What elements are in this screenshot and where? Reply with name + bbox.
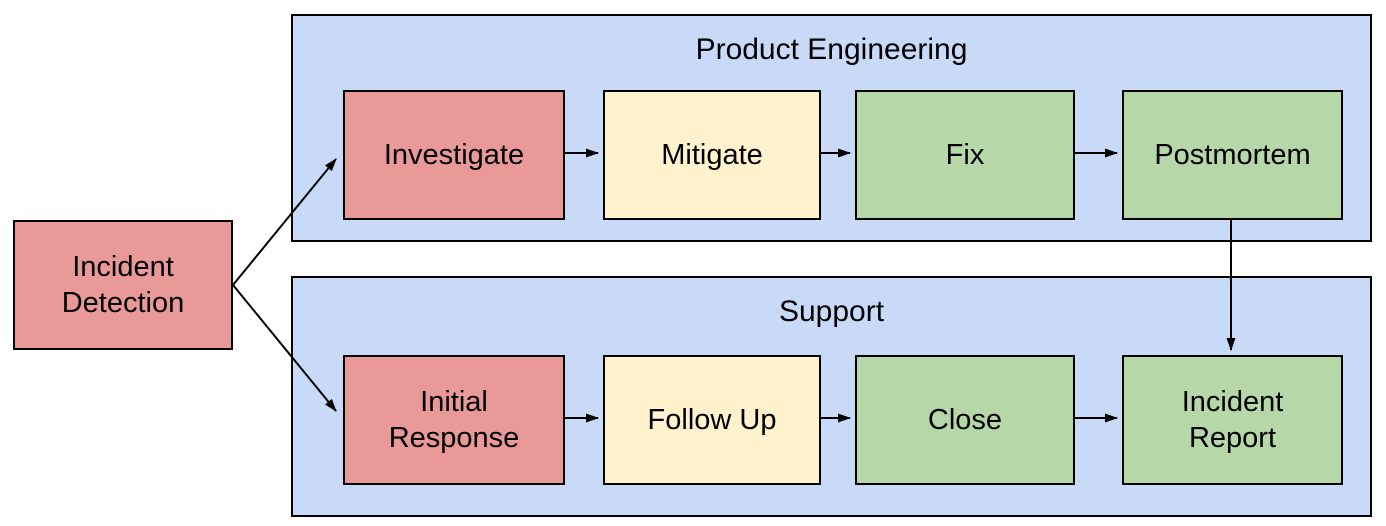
node-label: Mitigate — [661, 139, 763, 171]
node-label-line: Incident — [72, 251, 174, 283]
node-label-line: Report — [1188, 422, 1277, 454]
node-label-line: Detection — [61, 287, 185, 319]
node-incident-report: Incident Report — [1122, 355, 1343, 485]
node-label-line: Initial — [420, 386, 488, 418]
group-title-product-engineering: Product Engineering — [695, 33, 968, 66]
node-label: Investigate — [383, 139, 525, 171]
group-title-support: Support — [778, 295, 885, 328]
node-mitigate: Mitigate — [603, 90, 821, 220]
node-label: Fix — [945, 139, 985, 171]
node-initial-response: Initial Response — [343, 355, 565, 485]
node-close: Close — [855, 355, 1075, 485]
node-label: Postmortem — [1154, 139, 1311, 171]
node-postmortem: Postmortem — [1122, 90, 1343, 220]
node-label-line: Incident — [1181, 386, 1284, 418]
node-label: Follow Up — [647, 404, 777, 436]
group-support: Support Initial Response Follow Up Close… — [291, 276, 1372, 517]
node-label-line: Response — [388, 422, 520, 454]
node-follow-up: Follow Up — [603, 355, 821, 485]
node-fix: Fix — [855, 90, 1075, 220]
node-investigate: Investigate — [343, 90, 565, 220]
node-incident-detection: Incident Detection — [13, 220, 233, 350]
node-label: Close — [927, 404, 1003, 436]
group-product-engineering: Product Engineering Investigate Mitigate… — [291, 14, 1372, 242]
